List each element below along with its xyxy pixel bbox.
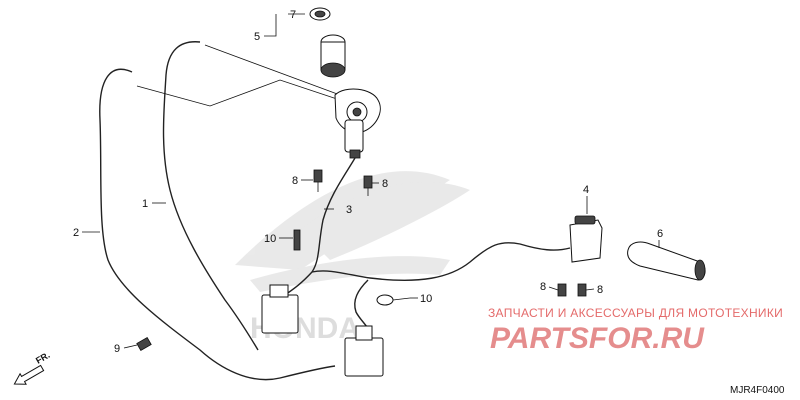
- watermark-tagline: ЗАПЧАСТИ И АКСЕССУАРЫ ДЛЯ МОТОТЕХНИКИ: [488, 306, 783, 320]
- harness-3b: [311, 242, 571, 281]
- bolt-8c: [557, 283, 567, 297]
- clamp-10b: [376, 294, 411, 306]
- grip-end-cap: [309, 7, 331, 21]
- leader-8c: [548, 286, 559, 291]
- lead-line-cable1-housing: [204, 44, 341, 96]
- lead-line-cable2-housing: [136, 79, 341, 107]
- callout-7: 7: [290, 9, 296, 21]
- heated-grip: [627, 241, 706, 281]
- leader-5: [264, 14, 277, 37]
- cable-1: [162, 41, 259, 351]
- throttle-housing: [334, 88, 381, 159]
- leader-9: [123, 344, 138, 349]
- bolt-8b: [363, 175, 373, 196]
- callout-10b: 10: [420, 293, 432, 305]
- callout-3: 3: [346, 204, 352, 216]
- cable-2: [99, 68, 336, 381]
- callout-4: 4: [583, 184, 589, 196]
- callout-8c: 8: [540, 281, 546, 293]
- front-direction-arrow-icon: [13, 364, 45, 385]
- callout-6: 6: [657, 228, 663, 240]
- throttle-grip: [320, 34, 346, 78]
- harness-3: [284, 157, 356, 296]
- brand-wing-background: [235, 171, 470, 292]
- callout-9: 9: [114, 343, 120, 355]
- bolt-8d: [577, 283, 587, 297]
- heated-grip-switch: [569, 215, 603, 263]
- callout-8b: 8: [382, 178, 388, 190]
- clip-9: [136, 336, 152, 352]
- connector-box-lower: [344, 325, 384, 377]
- leader-8d: [585, 288, 595, 291]
- clamp-10a: [293, 229, 301, 251]
- callout-1: 1: [142, 198, 148, 210]
- callout-5: 5: [254, 31, 260, 43]
- callout-8a: 8: [292, 175, 298, 187]
- callout-2: 2: [73, 227, 79, 239]
- bolt-8a: [313, 169, 323, 192]
- callout-10a: 10: [264, 233, 276, 245]
- watermark-logo: PARTSFOR.RU: [490, 322, 705, 355]
- connector-box-upper: [261, 284, 299, 334]
- callout-8d: 8: [597, 284, 603, 296]
- front-direction-label: FR.: [34, 350, 52, 366]
- diagram-code: MJR4F0400: [730, 385, 785, 396]
